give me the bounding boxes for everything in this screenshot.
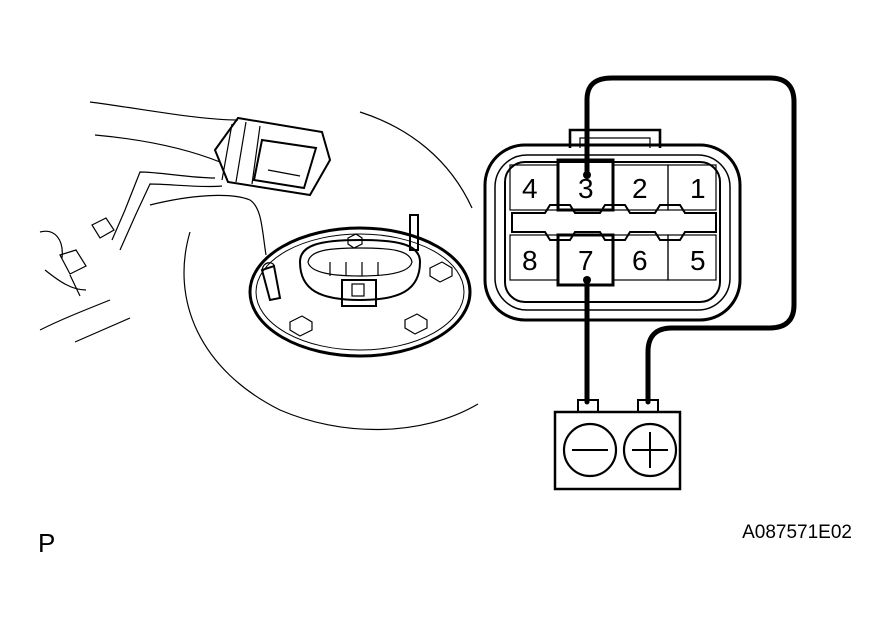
fuel-pump-assembly-illustration [39, 101, 479, 431]
harness-connector-plug [213, 116, 332, 197]
pin-label-7: 7 [578, 245, 594, 276]
positive-test-lead [584, 75, 797, 405]
connector-face-view: 1 2 3 4 5 6 7 8 [483, 128, 742, 322]
plus-icon [622, 422, 678, 478]
pin-label-3: 3 [578, 173, 594, 204]
view-label: P [38, 528, 55, 558]
pin-label-8: 8 [522, 245, 538, 276]
fuel-pump-flange [248, 214, 472, 358]
battery [553, 399, 682, 491]
pin-label-5: 5 [690, 245, 706, 276]
pin-label-1: 1 [690, 173, 706, 204]
pin-label-2: 2 [632, 173, 648, 204]
wire-clamp [39, 217, 115, 297]
test-leads [583, 75, 797, 405]
minus-icon [562, 422, 618, 478]
pin-label-6: 6 [632, 245, 648, 276]
figure-code: A087571E02 [742, 522, 852, 543]
pin-label-4: 4 [522, 173, 538, 204]
